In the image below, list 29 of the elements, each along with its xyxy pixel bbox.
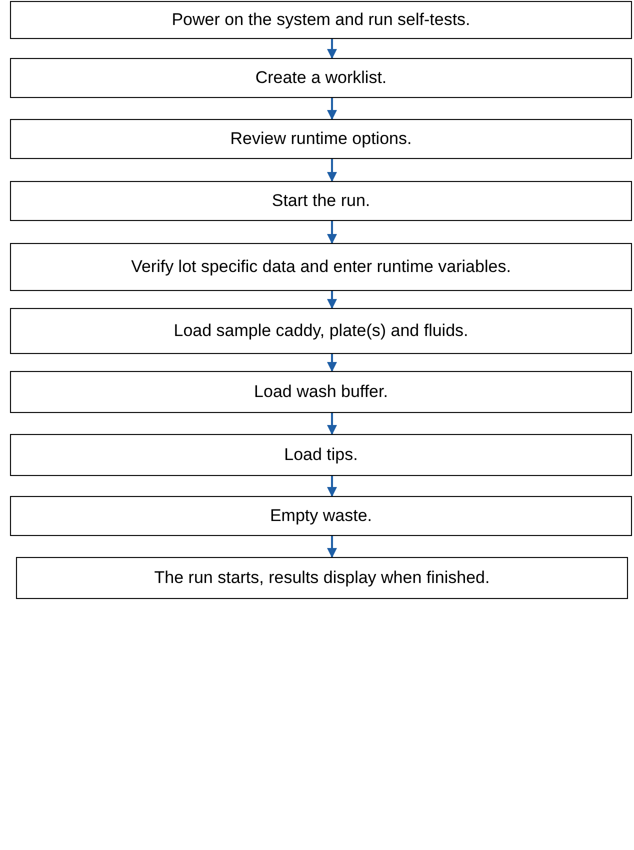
step-text: Start the run. [272,190,370,212]
process-box [10,58,632,98]
arrow [327,291,337,309]
arrow [327,221,337,244]
step-text: Empty waste. [270,505,372,527]
process-box [10,434,632,476]
process-box [10,243,632,291]
process-box [10,1,632,39]
step-text: Create a worklist. [255,67,387,89]
process-box [10,496,632,536]
step-text: Load sample caddy, plate(s) and fluids. [174,320,468,342]
arrow [327,39,337,59]
arrow [327,98,337,120]
step-text: Power on the system and run self-tests. [172,9,470,31]
arrow [327,159,337,182]
process-box [10,119,632,159]
step-text: Load tips. [284,444,358,466]
step-text: Verify lot specific data and enter runtime variables. [131,256,511,278]
process-box [10,371,632,413]
step-text: Review runtime options. [230,128,412,150]
arrow [327,413,337,435]
arrow [327,476,337,497]
arrow [327,536,337,558]
step-text: Load wash buffer. [254,381,388,403]
process-box [10,308,632,354]
process-box [16,557,628,599]
arrow [327,354,337,372]
step-text: The run starts, results display when finished. [154,567,490,589]
process-box [10,181,632,221]
